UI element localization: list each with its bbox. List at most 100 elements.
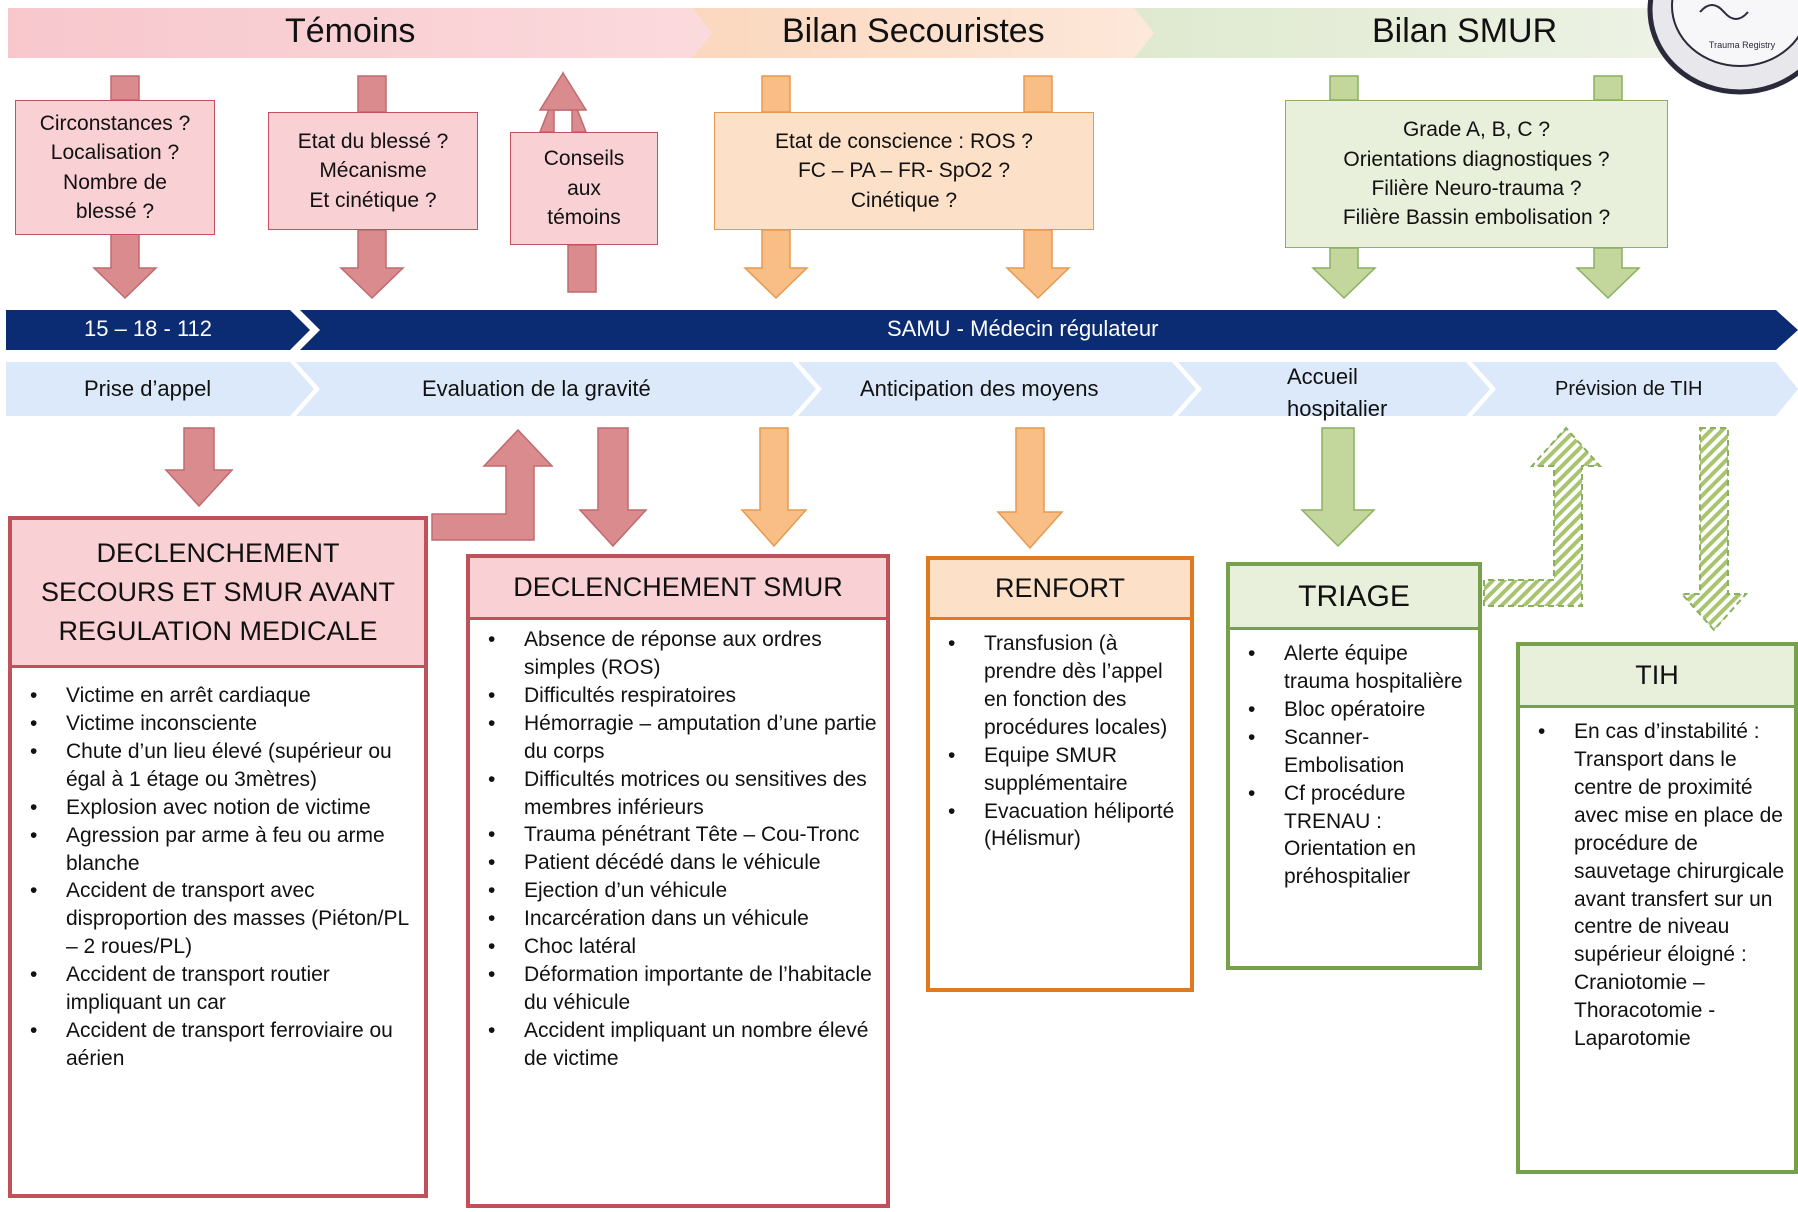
q2-line-1: Etat du blessé ? <box>297 129 449 153</box>
card5-title: TIH <box>1635 660 1679 690</box>
arrow-step1-to-card1 <box>164 427 234 508</box>
list-item: Alerte équipe trauma hospitalière <box>1230 640 1472 696</box>
step-3-shape <box>798 362 1196 416</box>
list-item: Patient décédé dans le véhicule <box>470 849 886 877</box>
q5-line-1: Grade A, B, C ? <box>1402 118 1551 142</box>
timeline-main-shape <box>300 310 1798 350</box>
arrow-q4a-down <box>743 229 809 300</box>
arrow-hatched-down <box>1679 427 1749 632</box>
q5-line-3: Filière Neuro-trauma ? <box>1371 177 1582 200</box>
list-item: Scanner-Embolisation <box>1230 724 1472 780</box>
q1-line-1: Circonstances ? <box>39 111 191 135</box>
band-smur-shape <box>1134 8 1690 58</box>
band-secouristes-label: Bilan Secouristes <box>782 12 1045 50</box>
arrow-step2b-to-card2 <box>740 427 808 548</box>
card-renfort-title: RENFORT <box>930 560 1190 620</box>
list-item: Choc latéral <box>470 933 886 961</box>
question-box-etat-conscience: Etat de conscience : ROS ? FC – PA – FR-… <box>714 112 1094 230</box>
band-temoins-shape <box>8 8 712 58</box>
q5-line-4: Filière Bassin embolisation ? <box>1342 206 1611 230</box>
q3-line-2: aux <box>567 176 601 200</box>
q4-line-2: FC – PA – FR- SpO2 ? <box>797 159 1011 183</box>
arrow-band-to-q1 <box>110 75 140 101</box>
question-box-grade: Grade A, B, C ? Orientations diagnostiqu… <box>1285 100 1668 248</box>
q2-line-2: Mécanisme <box>319 159 427 183</box>
card-declenchement-smur: DECLENCHEMENT SMUR Absence de réponse au… <box>466 554 890 1208</box>
arrow-up-q3-head <box>538 71 588 111</box>
step-accueil-line-2: hospitalier <box>1287 396 1388 421</box>
step-prevision-tih: Prévision de TIH <box>1555 378 1703 400</box>
svg-text:Trauma Registry: Trauma Registry <box>1709 40 1776 50</box>
arrow-band-to-q4b <box>1023 75 1053 113</box>
arrow-hatched-up <box>1483 426 1603 607</box>
list-item: Chute d’un lieu élevé (supérieur ou égal… <box>12 738 424 794</box>
arrow-step3-to-renfort <box>996 427 1064 550</box>
arrow-band-to-q2 <box>357 75 387 113</box>
timeline-samu: SAMU - Médecin régulateur <box>887 316 1159 341</box>
list-item: Transfusion (à prendre dès l’appel en fo… <box>930 630 1182 742</box>
card-declenchement-smur-list: Absence de réponse aux ordres simples (R… <box>470 620 886 1073</box>
list-item: Accident de transport ferroviaire ou aér… <box>12 1017 424 1073</box>
card-tih-list: En cas d’instabilité : Transport dans le… <box>1520 708 1794 1053</box>
card2-title: DECLENCHEMENT SMUR <box>513 572 843 602</box>
q1-line-3: Nombre de <box>63 170 167 194</box>
step-accueil-line-1: Accueil <box>1287 364 1358 389</box>
list-item: Victime en arrêt cardiaque <box>12 682 424 710</box>
arrow-step4-to-triage <box>1300 427 1376 548</box>
arrow-q5a-down <box>1311 247 1377 300</box>
q2-line-3: Et cinétique ? <box>309 188 437 212</box>
card-renfort-list: Transfusion (à prendre dès l’appel en fo… <box>930 620 1190 853</box>
list-item: Déformation importante de l’habitacle du… <box>470 961 886 1017</box>
step-evaluation-gravite: Evaluation de la gravité <box>422 376 651 401</box>
arrow-step2-to-card2 <box>578 427 648 548</box>
list-item: Trauma pénétrant Tête – Cou-Tronc <box>470 821 886 849</box>
arrow-q1-down <box>92 233 158 300</box>
card3-title: RENFORT <box>994 573 1125 603</box>
list-item: Explosion avec notion de victime <box>12 794 424 822</box>
card-declenchement-smur-title: DECLENCHEMENT SMUR <box>470 558 886 620</box>
q1-line-4: blessé ? <box>75 199 155 223</box>
q1-line-2: Localisation ? <box>50 141 180 165</box>
arrow-q5b-down <box>1575 247 1641 300</box>
step-2-shape <box>296 362 816 416</box>
arrow-band-to-q5b <box>1593 75 1623 101</box>
list-item: En cas d’instabilité : Transport dans le… <box>1520 718 1788 1053</box>
step-anticipation-moyens: Anticipation des moyens <box>860 376 1099 401</box>
card1-title-line-1: DECLENCHEMENT <box>96 537 340 568</box>
band-temoins-label: Témoins <box>285 12 416 50</box>
list-item: Accident impliquant un nombre élevé de v… <box>470 1017 886 1073</box>
list-item: Incarcération dans un véhicule <box>470 905 886 933</box>
step-accueil-hospitalier: Accueil hospitalier <box>1287 361 1387 425</box>
card-renfort: RENFORT Transfusion (à prendre dès l’app… <box>926 556 1194 992</box>
q3-line-3: témoins <box>547 206 621 230</box>
trauma-registry-logo: Trauma Registry <box>1647 0 1798 95</box>
step-prise-appel: Prise d’appel <box>84 376 212 401</box>
list-item: Accident de transport avec disproportion… <box>12 877 424 961</box>
card-triage-title: TRIAGE <box>1230 566 1478 630</box>
band-smur-label: Bilan SMUR <box>1372 12 1558 50</box>
timeline-numbers: 15 – 18 - 112 <box>84 316 213 341</box>
arrow-q3-up <box>567 244 597 293</box>
arrow-q4b-down <box>1005 229 1071 300</box>
question-box-etat-blesse: Etat du blessé ? Mécanisme Et cinétique … <box>268 112 478 230</box>
question-box-conseils: Conseils aux témoins <box>510 132 658 245</box>
step-5-shape <box>1472 362 1798 416</box>
card-tih: TIH En cas d’instabilité : Transport dan… <box>1516 642 1798 1174</box>
list-item: Agression par arme à feu ou arme blanche <box>12 822 424 878</box>
q4-line-1: Etat de conscience : ROS ? <box>775 129 1033 153</box>
list-item: Cf procédure TRENAU : Orientation en pré… <box>1230 780 1472 892</box>
timeline-left-shape <box>6 310 310 350</box>
card-declenchement-avant-title: DECLENCHEMENT SECOURS ET SMUR AVANT REGU… <box>12 520 424 668</box>
arrow-band-to-q4a <box>761 75 791 113</box>
card1-title-line-2: SECOURS ET SMUR AVANT <box>40 576 396 607</box>
list-item: Equipe SMUR supplémentaire <box>930 742 1182 798</box>
list-item: Hémorragie – amputation d’une partie du … <box>470 710 886 766</box>
card-triage-list: Alerte équipe trauma hospitalière Bloc o… <box>1230 630 1478 891</box>
list-item: Difficultés motrices ou sensitives des m… <box>470 766 886 822</box>
list-item: Absence de réponse aux ordres simples (R… <box>470 626 886 682</box>
arrow-q2-down <box>339 229 405 300</box>
list-item: Ejection d’un véhicule <box>470 877 886 905</box>
q5-line-2: Orientations diagnostiques ? <box>1343 147 1610 171</box>
arrow-elbow-up <box>431 428 554 541</box>
